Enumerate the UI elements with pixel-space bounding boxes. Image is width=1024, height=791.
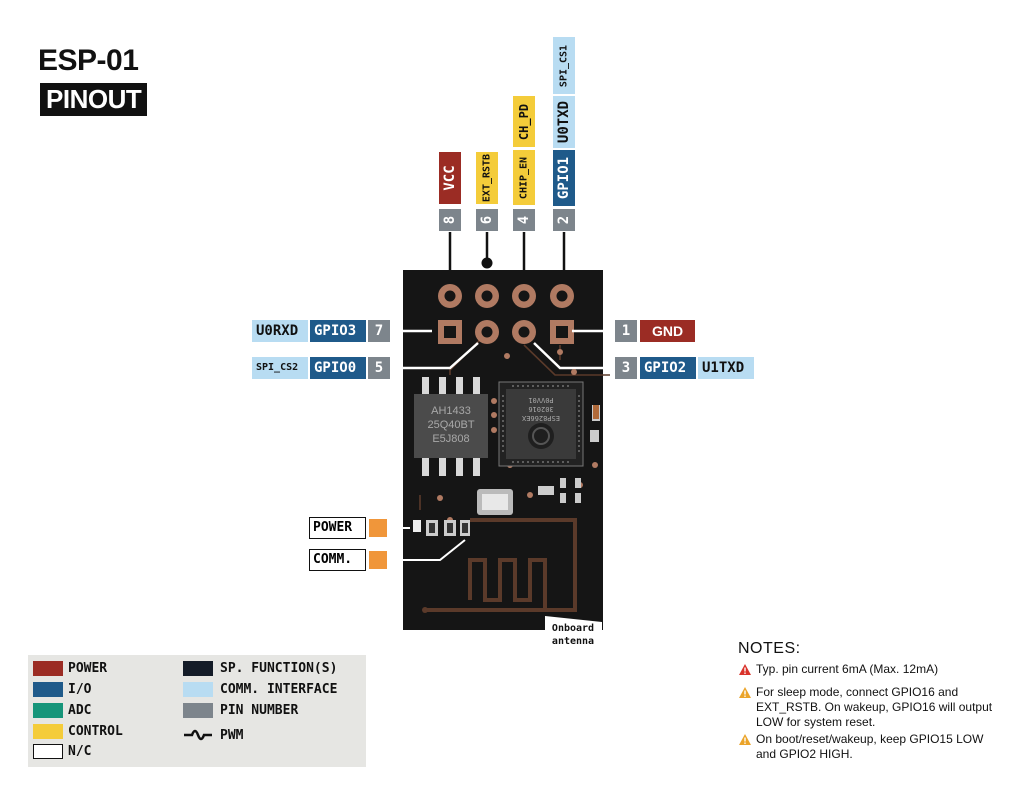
pin6-label-ext-rstb: EXT_RSTB [476, 152, 498, 204]
pin2-label-spi-cs1: SPI_CS1 [553, 37, 575, 94]
soc-chip [498, 381, 584, 467]
flash-chip-line-2: 25Q40BT [427, 419, 475, 431]
soc-chip-marking: ESP8266EX 302016 P0VV01 [508, 395, 574, 422]
comm-led-icon [369, 551, 387, 569]
pin3-label-u1txd: U1TXD [698, 357, 754, 379]
pin8-label-vcc: VCC [439, 152, 461, 204]
warning-icon [739, 664, 751, 675]
note-item-3: On boot/reset/wakeup, keep GPIO15 LOW an… [739, 732, 1004, 762]
legend-label-control: CONTROL [68, 724, 123, 739]
pin7-label-gpio3: GPIO3 [310, 320, 366, 342]
note-text-2: For sleep mode, connect GPIO16 and EXT_R… [756, 685, 993, 729]
flash-chip [414, 377, 488, 476]
legend-swatch-sp-function [183, 661, 213, 676]
pwm-wave-icon [184, 729, 212, 741]
soc-chip-line-1: ESP8266EX [522, 414, 560, 422]
soc-chip-line-3: P0VV01 [528, 396, 554, 404]
pin1-label-gnd: GND [640, 320, 695, 342]
pin2-label-gpio1: GPIO1 [553, 150, 575, 206]
legend-swatch-io [33, 682, 63, 697]
pin7-number: 7 [368, 320, 390, 342]
legend-swatch-power [33, 661, 63, 676]
pin2-number: 2 [553, 209, 575, 231]
warning-icon [739, 687, 751, 698]
legend-label-io: I/O [68, 682, 92, 697]
legend-swatch-adc [33, 703, 63, 718]
legend-swatch-comm-interface [183, 682, 213, 697]
pin6-number: 6 [476, 209, 498, 231]
warning-icon [739, 734, 751, 745]
antenna-trace [425, 518, 577, 612]
note-text-1: Typ. pin current 6mA (Max. 12mA) [756, 662, 939, 676]
legend-label-pin-number: PIN NUMBER [220, 703, 299, 718]
legend-label-comm-interface: COMM. INTERFACE [220, 682, 338, 697]
legend-label-sp-function: SP. FUNCTION(S) [220, 661, 338, 676]
pin5-label-gpio0: GPIO0 [310, 357, 366, 379]
pin4-label-ch-pd: CH_PD [513, 96, 535, 147]
comm-led-label: COMM. [309, 549, 366, 571]
antenna-label-line-2: antenna [551, 636, 595, 647]
legend-label-adc: ADC [68, 703, 92, 718]
legend: POWER I/O ADC CONTROL N/C SP. FUNCTION(S… [28, 655, 366, 767]
header-pins [438, 284, 574, 344]
pin2-label-u0txd: U0TXD [553, 96, 575, 148]
legend-label-power: POWER [68, 661, 108, 676]
soc-chip-line-2: 302016 [528, 405, 554, 413]
note-item-1: Typ. pin current 6mA (Max. 12mA) [739, 662, 1004, 677]
flash-chip-line-1: AH1433 [431, 405, 471, 417]
page-subtitle: PINOUT [40, 83, 148, 116]
notes-title: NOTES: [738, 640, 801, 657]
legend-swatch-control [33, 724, 63, 739]
pin5-label-spi-cs2: SPI_CS2 [252, 357, 308, 379]
note-item-2: For sleep mode, connect GPIO16 and EXT_R… [739, 685, 1004, 730]
pin1-number: 1 [615, 320, 637, 342]
status-leds [413, 520, 470, 536]
onboard-antenna-label: Onboard antenna [543, 622, 603, 648]
legend-label-pwm: PWM [220, 728, 244, 743]
pin5-number: 5 [368, 357, 390, 379]
pin7-label-u0rxd: U0RXD [252, 320, 308, 342]
power-led-label: POWER [309, 517, 366, 539]
flash-chip-line-3: E5J808 [432, 433, 470, 445]
pin4-label-chip-en: CHIP_EN [513, 150, 535, 205]
antenna-label-line-1: Onboard [551, 623, 595, 634]
note-text-3: On boot/reset/wakeup, keep GPIO15 LOW an… [756, 732, 984, 761]
page-title: ESP-01 [38, 44, 139, 77]
legend-swatch-pin-number [183, 703, 213, 718]
legend-swatch-nc [33, 744, 63, 759]
power-led-icon [369, 519, 387, 537]
pin8-number: 8 [439, 209, 461, 231]
pin3-label-gpio2: GPIO2 [640, 357, 696, 379]
legend-label-nc: N/C [68, 744, 92, 759]
pin3-number: 3 [615, 357, 637, 379]
flash-chip-marking: AH1433 25Q40BT E5J808 [414, 404, 488, 446]
pin4-number: 4 [513, 209, 535, 231]
